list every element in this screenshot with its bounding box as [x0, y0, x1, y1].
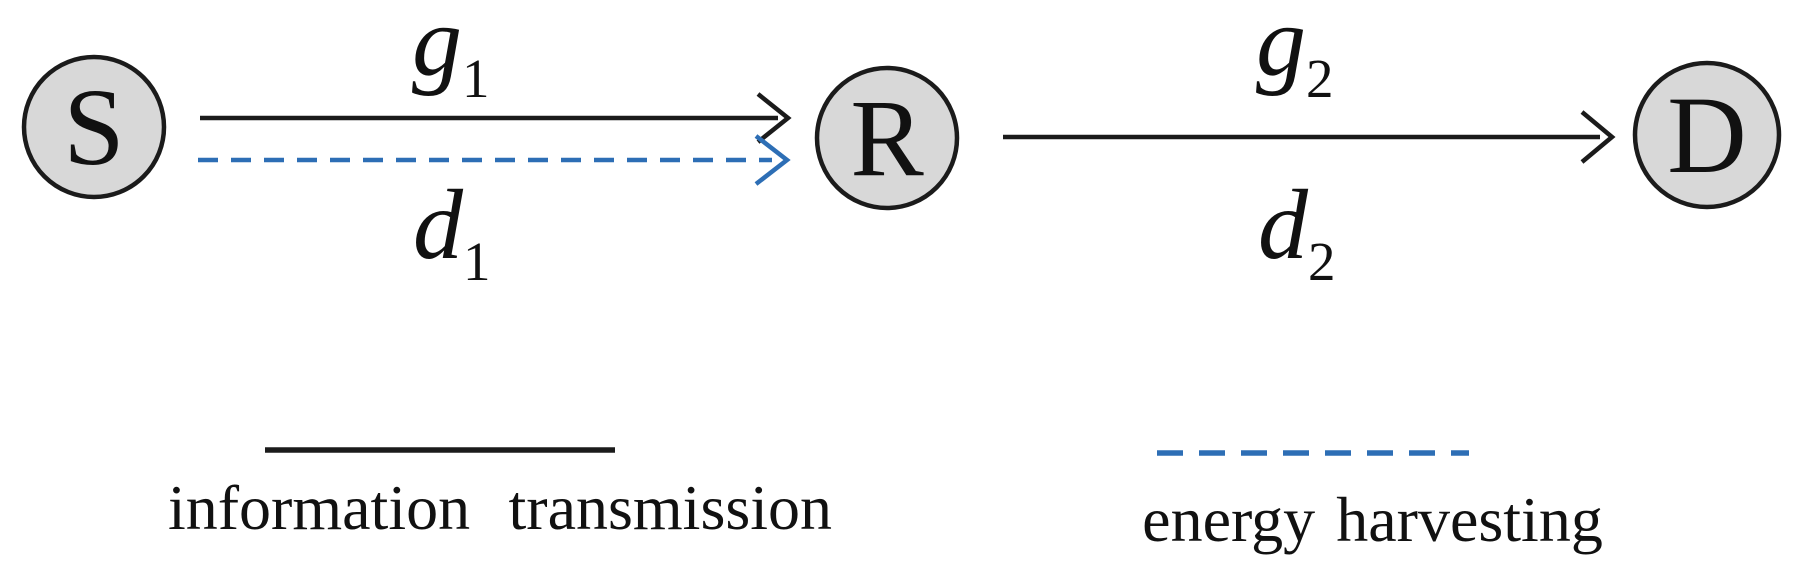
arrowhead-icon	[1580, 110, 1616, 164]
distance-label-2: d2	[1258, 169, 1336, 292]
node-relay-label: R	[850, 77, 924, 199]
distance-label-1: d1	[413, 169, 491, 292]
node-destination-label: D	[1667, 74, 1746, 196]
gain-1-subscript: 1	[462, 48, 490, 109]
channel-gain-label-1: g1	[412, 0, 490, 109]
link-s-r-information-arrow	[200, 92, 792, 144]
legend-label-information-transmission: information transmission	[167, 472, 833, 543]
link-r-d-information-arrow	[1003, 110, 1616, 164]
arrowhead-icon	[756, 92, 792, 144]
node-destination-circle	[1632, 60, 1782, 210]
node-source-circle	[21, 54, 167, 200]
distance-1-subscript: 1	[463, 231, 491, 292]
distance-2-symbol: d	[1258, 169, 1309, 280]
gain-1-symbol: g	[412, 0, 462, 97]
node-source-label: S	[63, 66, 124, 188]
link-s-r-energy-arrow	[198, 134, 791, 186]
channel-gain-label-2: g2	[1256, 0, 1334, 109]
distance-2-subscript: 2	[1308, 231, 1336, 292]
distance-1-symbol: d	[413, 169, 464, 280]
arrowhead-icon	[754, 134, 791, 186]
gain-2-subscript: 2	[1306, 48, 1334, 109]
legend-label-energy-harvesting: energy harvesting	[1142, 484, 1603, 555]
gain-2-symbol: g	[1256, 0, 1306, 97]
node-relay-circle	[814, 65, 960, 211]
